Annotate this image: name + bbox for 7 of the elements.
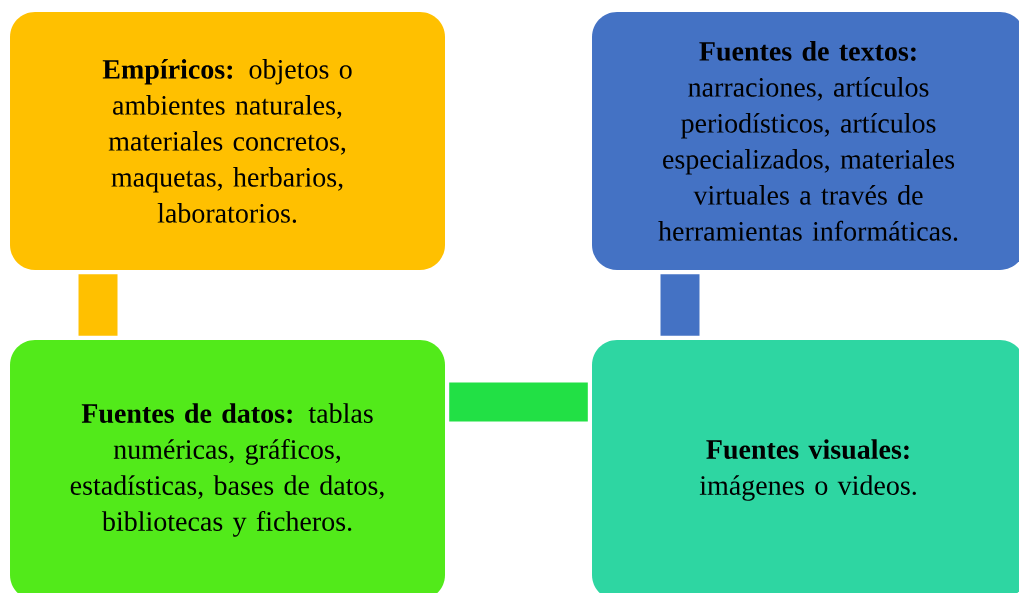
text-box: Fuentes visuales: imágenes o videos.: [592, 340, 1019, 593]
connector-bar: [449, 382, 588, 422]
text-box: Fuentes de textos: narraciones, artículos periodísticos, artículos especializados, materiales virtuales a través de herramientas informáticas.: [592, 12, 1019, 270]
text-box: Empíricos: objetos o ambientes naturales, materiales concretos, maquetas, herbarios, laboratorios.: [10, 12, 445, 270]
connector-bar: [78, 274, 118, 336]
text-box: Fuentes de datos: tablas numéricas, gráficos, estadísticas, bases de datos, bibliotecas y ficheros.: [10, 340, 445, 593]
connector-bar: [660, 274, 700, 336]
